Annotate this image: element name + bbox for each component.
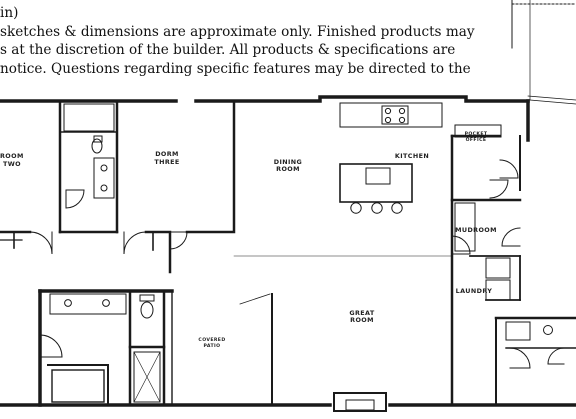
room-label-bedroom-two-line2: TWO: [3, 160, 21, 168]
room-label-covered-patio-line1: COVERED: [198, 337, 225, 343]
room-label-pocket-office-line2: OFFICE: [466, 137, 487, 143]
disclaimer-line-3: s at the discretion of the builder. All …: [0, 42, 456, 59]
disclaimer-line-4: notice. Questions regarding specific fea…: [0, 60, 471, 77]
disclaimer-text: in) sketches & dimensions are approximat…: [0, 4, 475, 78]
upper-right-outline: [511, 0, 576, 105]
room-label-bedroom-two-line1: DROOM: [0, 152, 24, 160]
room-labels: DROOM TWO DORM THREE DINING ROOM KITCHEN…: [0, 131, 497, 349]
room-label-mudroom: MUDROOM: [455, 226, 497, 234]
room-label-dining-line1: DINING: [274, 158, 302, 166]
room-label-covered-patio-line2: PATIO: [204, 343, 221, 349]
fixtures: [29, 102, 565, 412]
room-label-kitchen: KITCHEN: [395, 152, 429, 160]
disclaimer-line-2: sketches & dimensions are approximate on…: [0, 23, 475, 40]
room-label-laundry: LAUNDRY: [456, 287, 493, 295]
room-label-dining-line2: ROOM: [276, 165, 300, 173]
room-label-dorm-three-line2: THREE: [154, 158, 179, 166]
room-label-great-room-line2: ROOM: [350, 316, 374, 324]
disclaimer-line-1: in): [0, 5, 19, 21]
room-label-dorm-three-line1: DORM: [155, 150, 179, 158]
room-label-pocket-office-line1: POCKET: [465, 131, 488, 137]
interior-walls: [0, 99, 576, 407]
room-label-great-room-line1: GREAT: [349, 309, 375, 317]
exterior-walls: [0, 95, 576, 407]
